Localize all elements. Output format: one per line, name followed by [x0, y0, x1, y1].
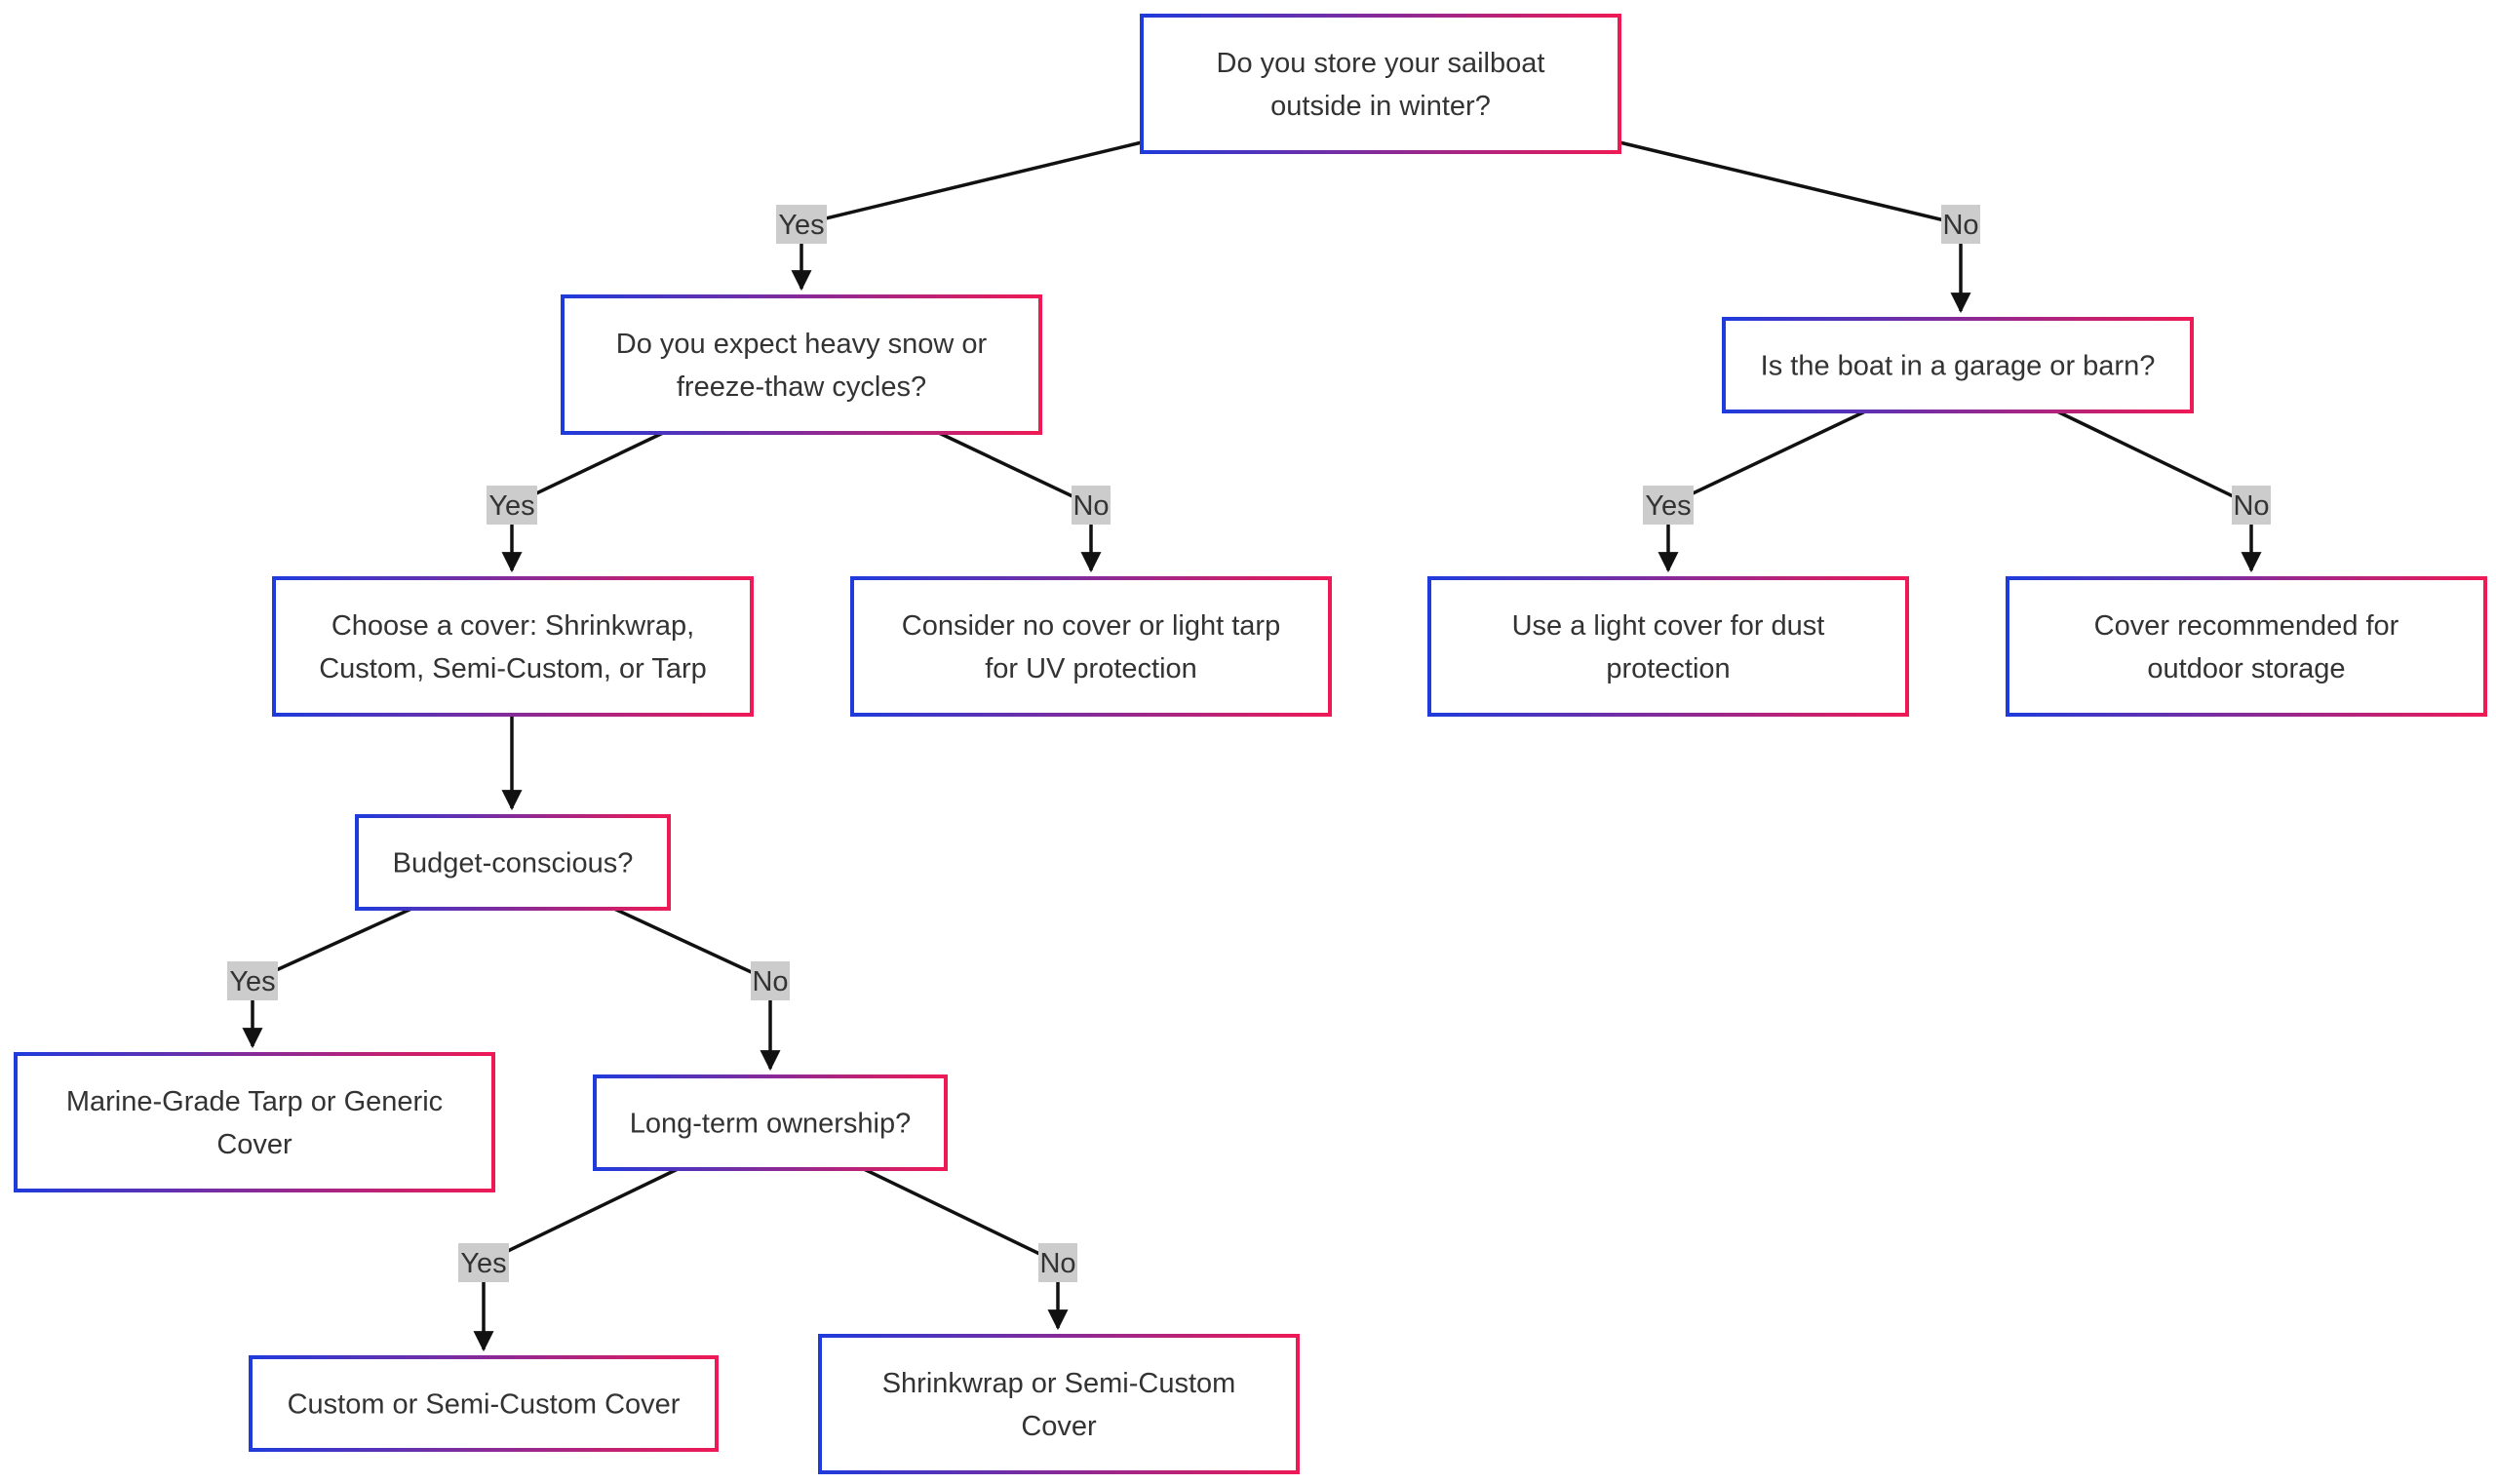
- edge-label-background: [1643, 486, 1694, 525]
- edge-q_garage-to-cover_recommended: [2056, 410, 2262, 573]
- node-text-line: Do you store your sailboat: [1217, 48, 1545, 79]
- node-text-line: Is the boat in a garage or barn?: [1761, 351, 2156, 382]
- node-box: [2006, 576, 2487, 717]
- node-text-line: outside in winter?: [1270, 91, 1491, 122]
- edge-line: [863, 1167, 1069, 1331]
- edge-label-text: No: [1072, 490, 1109, 522]
- node-light-tarp: Consider no cover or light tarp for UV pr…: [850, 576, 1332, 717]
- node-box: [249, 1355, 719, 1452]
- edge-q_longterm-to-shrinkwrap_cover: [863, 1167, 1069, 1331]
- edge-label-yes: Yes: [487, 486, 537, 525]
- edge-line: [1658, 410, 1866, 573]
- edge-line: [2056, 410, 2262, 573]
- node-text-line: Cover: [216, 1129, 292, 1160]
- edge-label-no: No: [1941, 205, 1980, 244]
- node-q-outside: Do you store your sailboat outside in win…: [1140, 14, 1621, 154]
- edge-label-background: [487, 486, 537, 525]
- node-text-line: Cover: [1021, 1411, 1097, 1442]
- edge-label-yes: Yes: [776, 205, 827, 244]
- node-text-line: Marine-Grade Tarp or Generic: [66, 1086, 443, 1117]
- node-box: [1140, 14, 1621, 154]
- node-text-line: freeze-thaw cycles?: [677, 371, 926, 403]
- edge-line: [791, 140, 1143, 292]
- node-text-line: Choose a cover: Shrinkwrap,: [332, 610, 694, 642]
- node-custom-cover: Custom or Semi-Custom Cover: [249, 1355, 719, 1452]
- edge-q_budget-to-q_longterm: [613, 907, 781, 1072]
- node-q-garage: Is the boat in a garage or barn?: [1722, 317, 2194, 413]
- edge-label-background: [227, 961, 278, 1000]
- edge-label-background: [751, 961, 790, 1000]
- edge-label-yes: Yes: [1643, 486, 1694, 525]
- node-box: [561, 294, 1042, 435]
- edge-label-text: Yes: [488, 490, 534, 522]
- edge-label-background: [1038, 1243, 1077, 1282]
- node-box: [14, 1052, 495, 1192]
- node-text-line: Do you expect heavy snow or: [616, 329, 988, 360]
- edge-label-no: No: [1038, 1243, 1077, 1282]
- node-q-longterm: Long-term ownership?: [593, 1074, 948, 1171]
- node-text-line: Cover recommended for: [2094, 610, 2399, 642]
- edge-label-yes: Yes: [227, 961, 278, 1000]
- edge-label-background: [1072, 486, 1111, 525]
- edge-q_longterm-to-custom_cover: [473, 1167, 679, 1352]
- node-text-line: for UV protection: [985, 653, 1197, 684]
- node-box: [850, 576, 1332, 717]
- node-q-budget: Budget-conscious?: [355, 814, 671, 911]
- edge-q_snow-to-light_tarp: [938, 431, 1102, 573]
- node-text-line: Budget-conscious?: [393, 848, 634, 879]
- edge-label-background: [1941, 205, 1980, 244]
- node-box: [818, 1334, 1300, 1474]
- node-box: [355, 814, 671, 911]
- node-light-cover: Use a light cover for dust protection: [1427, 576, 1909, 717]
- edge-label-text: No: [752, 966, 788, 997]
- node-box: [1722, 317, 2194, 413]
- node-box: [593, 1074, 948, 1171]
- node-choose-cover: Choose a cover: Shrinkwrap, Custom, Semi-…: [272, 576, 754, 717]
- edge-label-text: No: [1039, 1248, 1075, 1279]
- edge-line: [613, 907, 781, 1072]
- node-text-line: Custom, Semi-Custom, or Tarp: [319, 653, 707, 684]
- edge-label-yes: Yes: [458, 1243, 509, 1282]
- node-text-line: Custom or Semi-Custom Cover: [288, 1389, 681, 1421]
- node-text-line: Consider no cover or light tarp: [902, 610, 1280, 642]
- edge-label-background: [776, 205, 827, 244]
- node-text-line: protection: [1606, 653, 1730, 684]
- node-box: [272, 576, 754, 717]
- edge-q_outside-to-q_garage: [1618, 140, 1971, 314]
- edge-label-background: [2232, 486, 2271, 525]
- edge-label-background: [458, 1243, 509, 1282]
- edge-label-text: Yes: [229, 966, 275, 997]
- edge-line: [938, 431, 1102, 573]
- edge-label-text: Yes: [460, 1248, 506, 1279]
- edge-label-text: No: [2233, 490, 2269, 522]
- node-cover-recommended: Cover recommended for outdoor storage: [2006, 576, 2487, 717]
- edge-line: [473, 1167, 679, 1352]
- edge-q_outside-to-q_snow: [791, 140, 1143, 292]
- node-text-line: Use a light cover for dust: [1512, 610, 1825, 642]
- edge-q_garage-to-light_cover: [1658, 410, 1866, 573]
- edge-label-no: No: [1072, 486, 1111, 525]
- edge-label-no: No: [2232, 486, 2271, 525]
- node-text-line: Long-term ownership?: [630, 1109, 912, 1140]
- edge-label-text: Yes: [1645, 490, 1691, 522]
- node-text-line: Shrinkwrap or Semi-Custom: [882, 1368, 1236, 1399]
- edge-label-text: Yes: [778, 210, 824, 241]
- node-text-line: outdoor storage: [2147, 653, 2345, 684]
- edge-line: [1618, 140, 1971, 314]
- edge-label-text: No: [1942, 210, 1978, 241]
- node-box: [1427, 576, 1909, 717]
- nodes-layer: Do you store your sailboat outside in win…: [14, 14, 2487, 1474]
- node-q-snow: Do you expect heavy snow or freeze-thaw c…: [561, 294, 1042, 435]
- edge-label-no: No: [751, 961, 790, 1000]
